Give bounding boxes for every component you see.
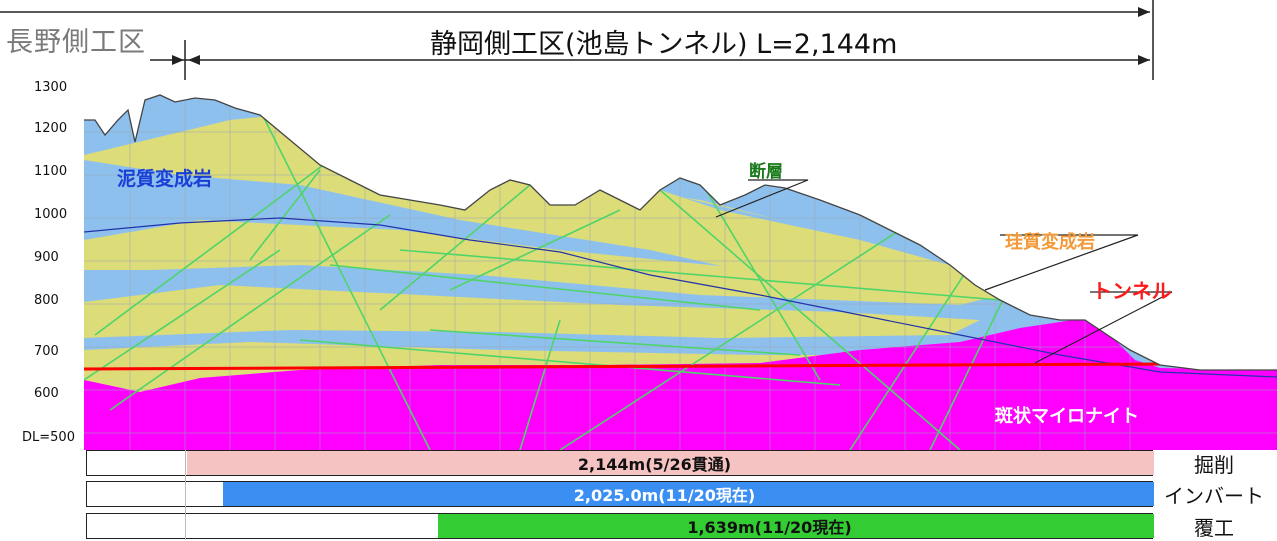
y-label-1300: 1300 [34, 80, 68, 95]
lining-progress-text: 1,639m(11/20現在) [687, 518, 852, 537]
lining-label-box: 覆工 [1153, 513, 1275, 540]
y-label-1100: 1100 [34, 164, 68, 179]
excavation-progress-text: 2,144m(5/26貫通) [577, 455, 732, 474]
tunnel-line [84, 362, 1161, 371]
invert-label-box: インバート [1153, 481, 1275, 508]
lining-progress-fill [438, 514, 1154, 538]
shizuoka-section-label: 静岡側工区(池島トンネル) L=2,144m [430, 29, 898, 60]
terrain-outline [84, 94, 1277, 371]
invert-progress-row: 2,025.0m(11/20現在) [86, 481, 1154, 507]
nagano-section-label: 長野側工区 [6, 27, 146, 58]
header-dimension-lines [0, 0, 1154, 80]
lining-label: 覆工 [1194, 515, 1234, 540]
lining-progress-row: 1,639m(11/20現在) [86, 513, 1154, 539]
y-label-500: DL=500 [22, 430, 75, 445]
section-boundary-line [185, 450, 186, 540]
excavation-progress-fill [187, 451, 1154, 475]
tunnel-label: トンネル [1092, 279, 1172, 303]
y-label-600: 600 [34, 386, 59, 401]
mudstone-label: 泥質変成岩 [117, 168, 213, 190]
invert-label: インバート [1164, 483, 1264, 508]
invert-progress-text: 2,025.0m(11/20現在) [573, 486, 756, 505]
y-label-1000: 1000 [34, 207, 68, 222]
geological-cross-section [84, 94, 1277, 450]
y-label-800: 800 [34, 293, 59, 308]
groundwater-line [84, 217, 1277, 378]
siliceous-label: 珪質変成岩 [1005, 232, 1095, 253]
y-label-700: 700 [34, 344, 59, 359]
excavation-label: 掘削 [1194, 452, 1234, 477]
y-label-1200: 1200 [34, 121, 68, 136]
invert-progress-fill [223, 482, 1154, 506]
excavation-label-box: 掘削 [1153, 450, 1275, 477]
y-label-900: 900 [34, 250, 59, 265]
mylonite-label: 斑状マイロナイト [995, 406, 1139, 427]
fault-label: 断層 [749, 162, 783, 182]
excavation-progress-row: 2,144m(5/26貫通) [86, 450, 1154, 476]
callout-leaders [715, 179, 1173, 364]
